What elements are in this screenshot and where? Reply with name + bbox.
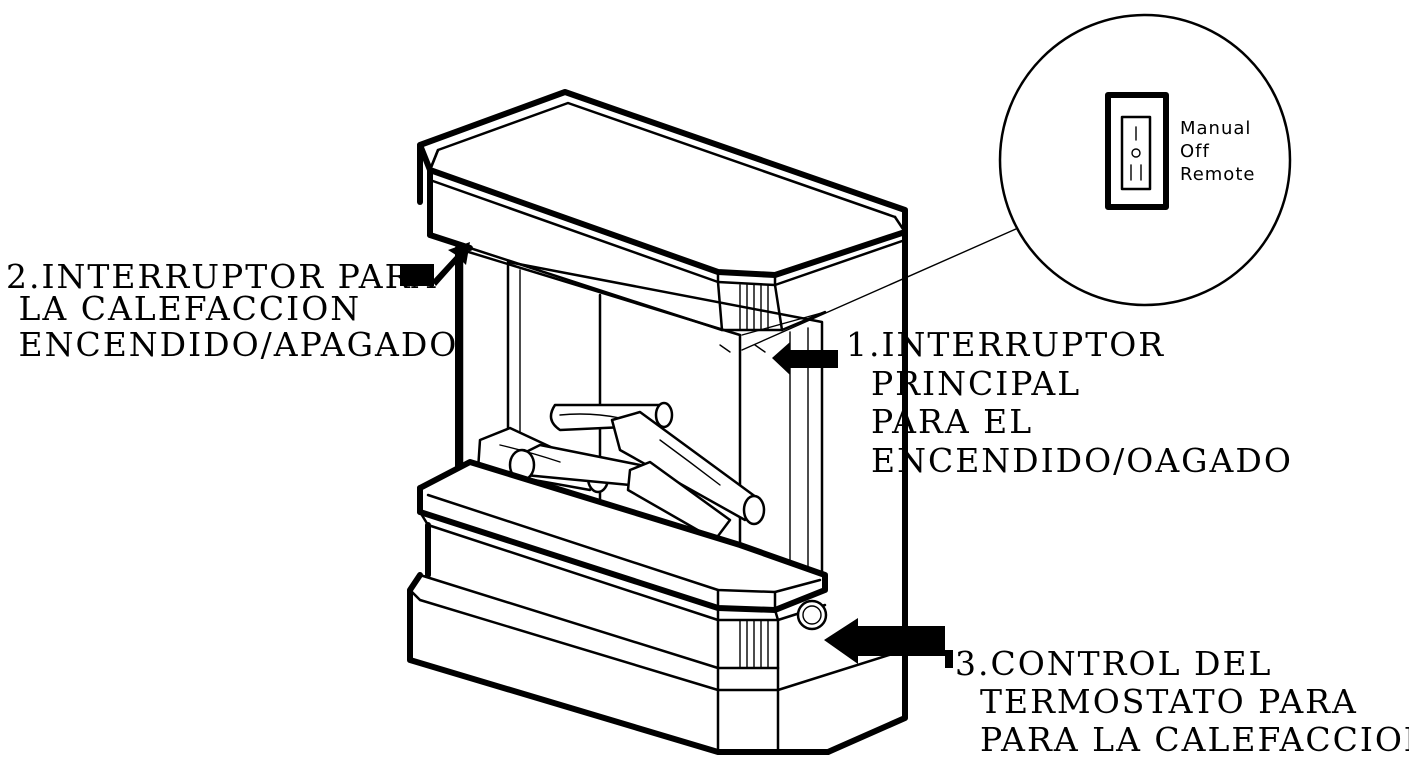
callout-2-line-2: LA CALEFACCION xyxy=(6,289,361,328)
callout-3-label: 3.CONTROL DEL TERMOSTATO PARA PARA LA CA… xyxy=(955,644,1409,759)
arrow-icon-2 xyxy=(432,242,470,286)
fireplace-unit xyxy=(407,89,908,755)
callout-3-tab xyxy=(945,650,953,668)
callout-3-line-2: TERMOSTATO PARA xyxy=(955,682,1358,721)
lower-shelf xyxy=(417,459,828,622)
callout-1-line-2: PRINCIPAL xyxy=(846,364,1081,403)
base-cabinet xyxy=(407,522,907,755)
callout-1-line-1: 1.INTERRUPTOR xyxy=(846,325,1165,364)
callout-arrows xyxy=(432,242,945,664)
switch-position-manual: Manual xyxy=(1180,118,1251,139)
arrow-icon-3 xyxy=(824,618,945,664)
switch-position-remote: Remote xyxy=(1180,164,1255,185)
callout-2-tab xyxy=(400,264,434,286)
callout-2-line-1: 2.INTERRUPTOR PARA xyxy=(6,257,437,296)
switch-position-off: Off xyxy=(1180,141,1210,162)
switch-inset: Manual Off Remote xyxy=(741,13,1292,351)
thermostat-knob-icon xyxy=(796,599,828,631)
column-upper xyxy=(739,284,769,331)
mantel-top xyxy=(417,89,908,332)
callout-1-line-3: PARA EL xyxy=(846,402,1033,441)
arrow-icon-1 xyxy=(772,342,838,375)
callout-3-line-3: PARA LA CALEFACCION xyxy=(955,720,1409,759)
callout-2-line-3: ENCENDIDO/APAGADO xyxy=(6,325,458,364)
callout-2-label: 2.INTERRUPTOR PARA LA CALEFACCION ENCEND… xyxy=(6,257,458,364)
callout-1-label: 1.INTERRUPTOR PRINCIPAL PARA EL ENCENDID… xyxy=(846,325,1293,480)
callout-1-line-4: ENCENDIDO/OAGADO xyxy=(846,441,1293,480)
callout-3-line-1: 3.CONTROL DEL xyxy=(955,644,1272,683)
